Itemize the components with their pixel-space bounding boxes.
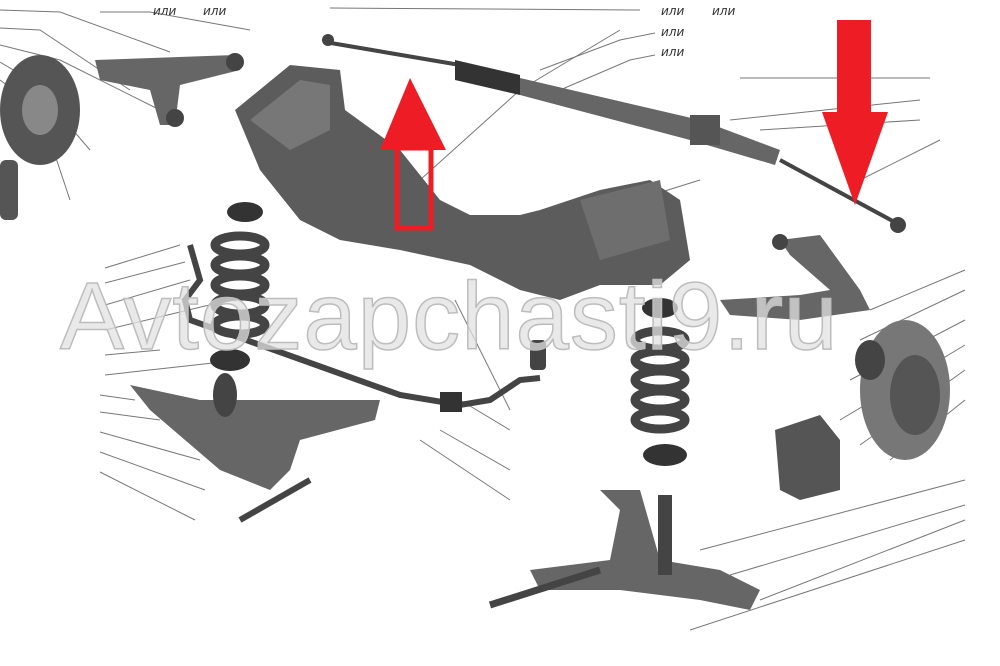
alternative-label: или bbox=[203, 4, 227, 18]
alternative-label: или bbox=[661, 45, 685, 59]
upper-control-arm-right bbox=[720, 234, 870, 320]
stabilizer-bushing-right bbox=[530, 340, 546, 370]
alternative-label: или bbox=[712, 4, 736, 18]
down-arrow bbox=[822, 20, 888, 205]
watermark: Avtozapchasti9.ru bbox=[59, 262, 839, 371]
spring-seat-left-top bbox=[227, 202, 263, 222]
coil-spring-right bbox=[630, 326, 690, 434]
up-arrow bbox=[380, 78, 446, 231]
knuckle-hub-left bbox=[0, 55, 80, 220]
stabilizer-bar bbox=[181, 244, 541, 409]
spring-seat-right-top bbox=[642, 298, 678, 318]
brake-disc-hub bbox=[855, 320, 950, 460]
coil-spring-left bbox=[210, 231, 270, 339]
subframe-crossmember bbox=[235, 65, 690, 300]
lower-control-arm-right bbox=[488, 490, 760, 610]
brake-caliper bbox=[775, 415, 840, 500]
spring-seat-left-bottom bbox=[210, 349, 250, 371]
stabilizer-bushing bbox=[440, 392, 462, 412]
alternative-label: или bbox=[153, 4, 177, 18]
lower-control-arm-left bbox=[130, 373, 380, 523]
alternative-label: или bbox=[661, 4, 685, 18]
upper-control-arm-left bbox=[95, 53, 244, 127]
spring-seat-right-bottom bbox=[643, 444, 687, 466]
steering-rack bbox=[322, 34, 906, 233]
alternative-label: или bbox=[661, 25, 685, 39]
